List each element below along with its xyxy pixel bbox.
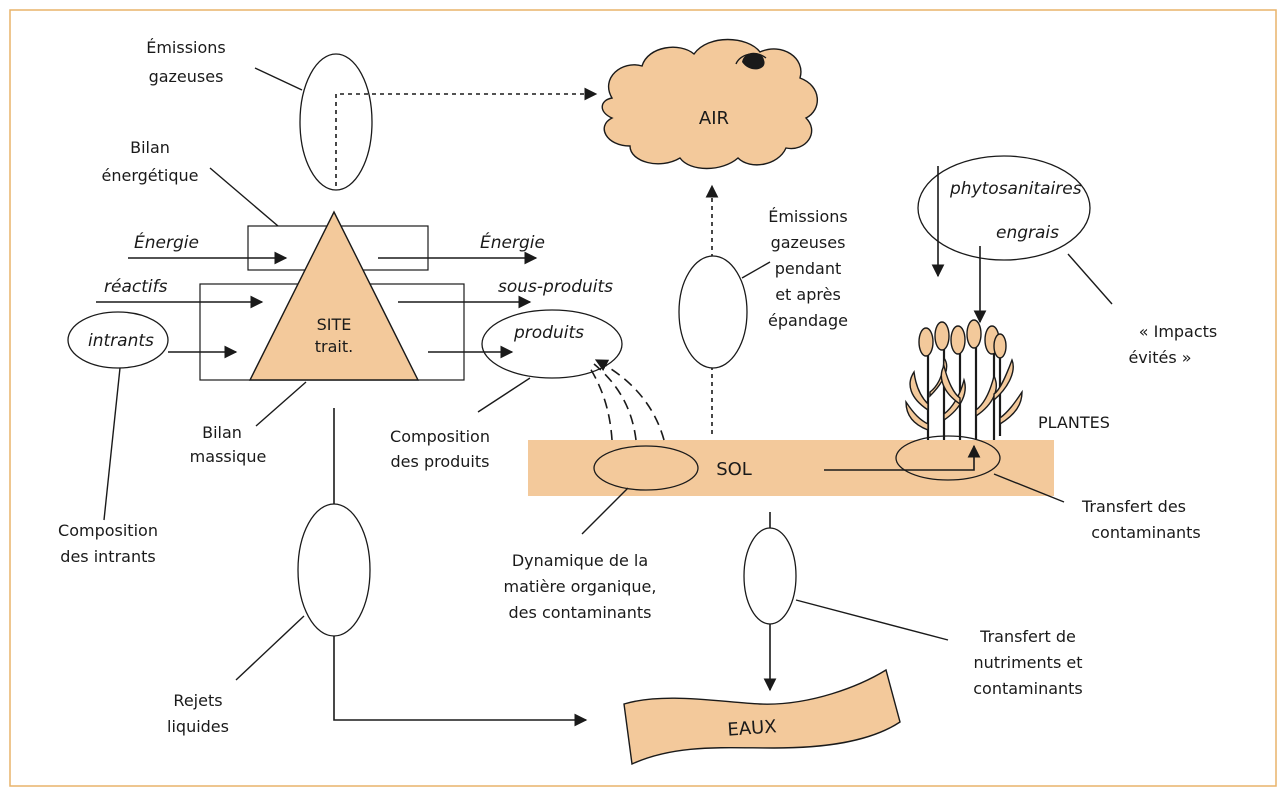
rejets-liquides-line2: liquides [167,717,229,736]
figure-frame [9,9,1277,787]
emissions-epandage-ellipse [678,255,748,369]
bilan-energetique-annotation: Bilan énergétique [102,138,279,227]
air-cloud: AIR [601,38,819,170]
transfert-nutriments-line1: Transfert de [979,627,1076,646]
composition-intrants-line1: Composition [58,521,158,540]
reactifs-label: réactifs [104,277,168,297]
site-triangle: SITE trait. [248,210,420,381]
engrais-label: engrais [996,223,1059,243]
sol-to-plantes-arrow [824,444,981,471]
return-arc-2 [593,363,637,441]
emissions-epandage-line4: et après [775,285,841,304]
transfert-contaminants-line1: Transfert des [1081,497,1186,516]
emissions-epandage-annotation: Émissions gazeuses pendant et après épan… [768,207,848,330]
plants-illustration [905,319,1023,440]
transfert-contaminants-annotation: Transfert des contaminants [993,473,1201,542]
composition-produits-line2: des produits [391,452,490,471]
transfert-nutriments-annotation: Transfert de nutriments et contaminants [973,627,1083,698]
dynamique-line3: des contaminants [509,603,652,622]
bilan-energetique-line2: énergétique [102,166,199,185]
composition-produits-line1: Composition [390,427,490,446]
sous-produits-label: sous-produits [498,277,613,297]
site-label-line2: trait. [315,337,353,356]
emissions-epandage-line5: épandage [768,311,848,330]
plantes-label: PLANTES [1038,413,1110,432]
impacts-evites-annotation: « Impacts évités » [1067,253,1218,367]
phytosanitaires-label: phytosanitaires [949,179,1082,199]
transfert-nutriments-line3: contaminants [973,679,1083,698]
eaux-label: EAUX [727,716,778,740]
composition-produits-annotation: Composition des produits [390,377,531,471]
dynamique-ellipse [593,445,699,491]
sol-label: SOL [716,459,752,480]
energie-in-label: Énergie [134,231,199,253]
emissions-gazeuses-line2: gazeuses [149,67,224,86]
bilan-massique-line1: Bilan [202,423,242,442]
dynamique-line2: matière organique, [504,577,657,596]
impacts-evites-line1: « Impacts [1139,322,1218,341]
transfert-nutriments-line2: nutriments et [974,653,1083,672]
composition-intrants-line2: des intrants [60,547,155,566]
rejets-liquides-annotation: Rejets liquides [167,691,229,736]
return-arc-3 [594,359,665,441]
eaux-banner: EAUX [623,668,901,766]
emissions-epandage-line1: Émissions [768,207,848,226]
bilan-massique-line2: massique [190,447,267,466]
dynamique-annotation: Dynamique de la matière organique, des c… [504,487,657,622]
emissions-epandage-line2: gazeuses [771,233,846,252]
site-label-line1: SITE [317,315,352,334]
transfert-contaminants-line2: contaminants [1091,523,1201,542]
intrants-ellipse [67,311,169,369]
intrants-agricoles-ellipse [917,155,1091,261]
gas-emission-arrow [335,87,598,186]
air-label: AIR [699,108,729,129]
produits-ellipse [481,309,623,379]
composition-intrants-annotation: Composition des intrants [58,367,158,566]
bilan-massique-annotation: Bilan massique [190,381,307,466]
rejets-liquides-line1: Rejets [173,691,222,710]
bilan-energetique-line1: Bilan [130,138,170,157]
sol-block: SOL [528,440,1054,496]
emissions-gazeuses-line1: Émissions [146,38,226,57]
transfert-contaminants-ellipse [895,435,1001,481]
intrants-label: intrants [88,331,154,351]
energie-out-label: Énergie [480,231,545,253]
dynamique-line1: Dynamique de la [512,551,648,570]
produits-label: produits [513,323,584,343]
transfert-nutriments-ellipse [743,527,797,625]
impacts-evites-line2: évités » [1128,348,1191,367]
rejets-liquides-ellipse [297,503,371,637]
return-arc-1 [589,367,613,441]
emissions-epandage-line3: pendant [775,259,842,278]
